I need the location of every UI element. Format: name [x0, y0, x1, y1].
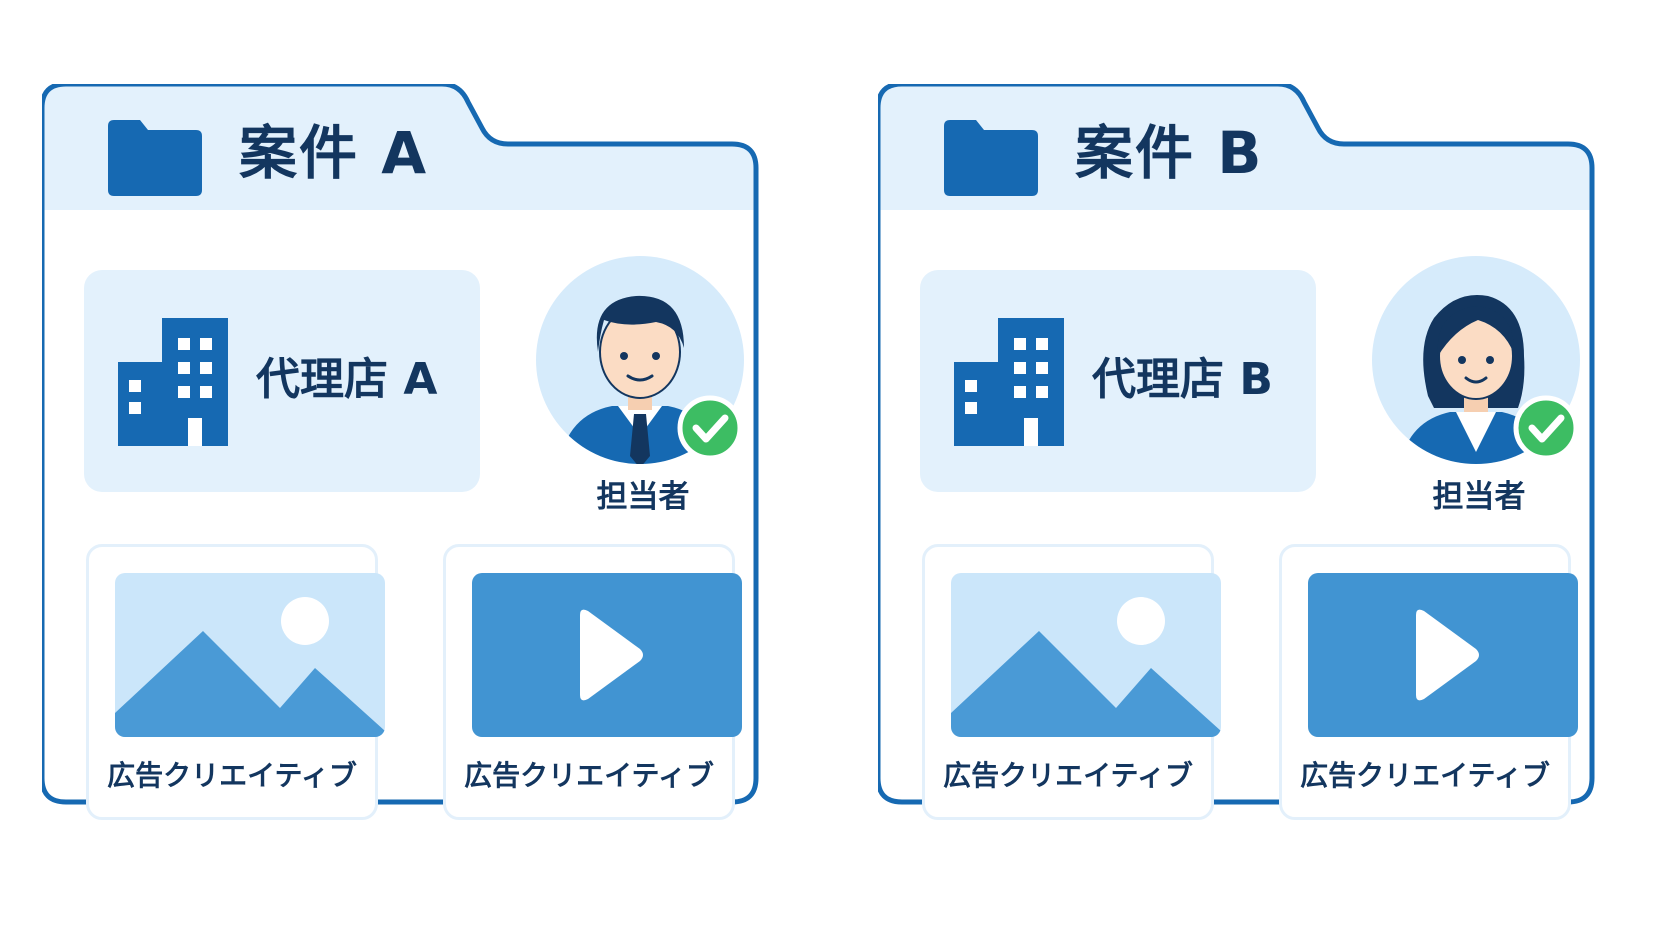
man-icon: [536, 256, 744, 464]
agency-card: 代理店 A: [84, 270, 480, 492]
person-label: 担当者: [596, 479, 690, 515]
agency-label: 代理店 B: [1092, 354, 1273, 405]
project-title: 案件 B: [1075, 119, 1264, 187]
video-play-icon: [472, 573, 742, 737]
woman-icon: [1372, 256, 1580, 464]
building-icon: [118, 318, 228, 446]
creative-card-image[interactable]: 広告クリエイティブ: [86, 544, 385, 820]
video-play-icon: [1308, 573, 1578, 737]
project-title: 案件 A: [239, 119, 429, 187]
creative-card-image[interactable]: 広告クリエイティブ: [922, 544, 1221, 820]
image-icon: [951, 573, 1221, 737]
project-folder-b: 案件 B 代理店 B: [878, 84, 1644, 864]
agency-label: 代理店 A: [256, 354, 438, 405]
creative-label: 広告クリエイティブ: [107, 759, 357, 792]
person-label: 担当者: [1432, 479, 1526, 515]
creative-card-video[interactable]: 広告クリエイティブ: [443, 544, 742, 820]
folder-icon: [944, 120, 1038, 196]
creative-label: 広告クリエイティブ: [1300, 759, 1550, 792]
creative-card-video[interactable]: 広告クリエイティブ: [1279, 544, 1578, 820]
creative-label: 広告クリエイティブ: [464, 759, 714, 792]
agency-card: 代理店 B: [920, 270, 1316, 492]
image-icon: [115, 573, 385, 737]
creative-label: 広告クリエイティブ: [943, 759, 1193, 792]
building-icon: [954, 318, 1064, 446]
project-folder-a: 案件 A 代理店 A: [42, 84, 808, 864]
folder-icon: [108, 120, 202, 196]
